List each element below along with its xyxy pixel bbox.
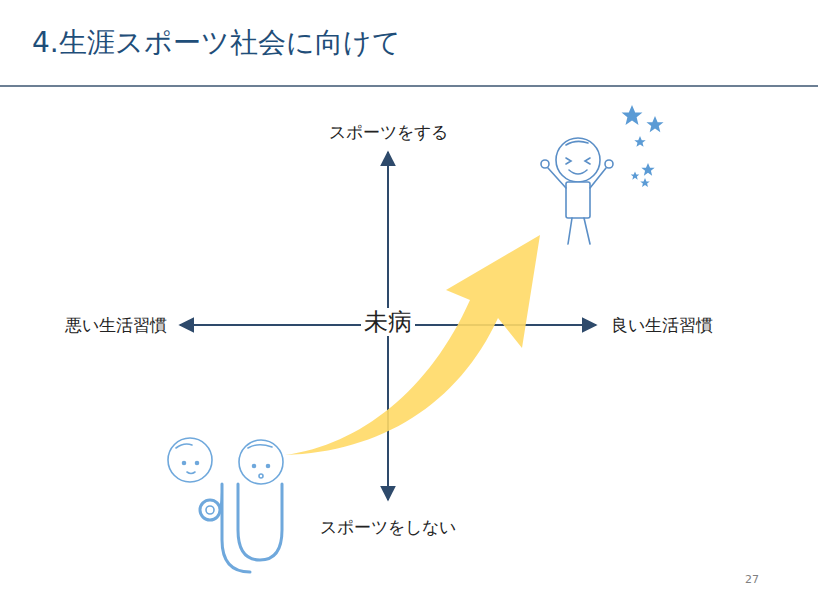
center-label: 未病 (361, 308, 415, 337)
slide-title: 4.生涯スポーツ社会に向けて (32, 26, 401, 60)
axis-label: スポーツをする (326, 122, 451, 142)
happy-person (541, 138, 613, 244)
progress-arrow (285, 235, 540, 455)
axis-label: 良い生活習慣 (608, 315, 716, 335)
page-number: 27 (742, 573, 762, 586)
title-rule (0, 85, 818, 87)
stars (622, 105, 664, 187)
axis-label: スポーツをしない (317, 517, 459, 537)
children-with-stethoscope (168, 438, 283, 572)
axis-label: 悪い生活習慣 (62, 315, 170, 335)
